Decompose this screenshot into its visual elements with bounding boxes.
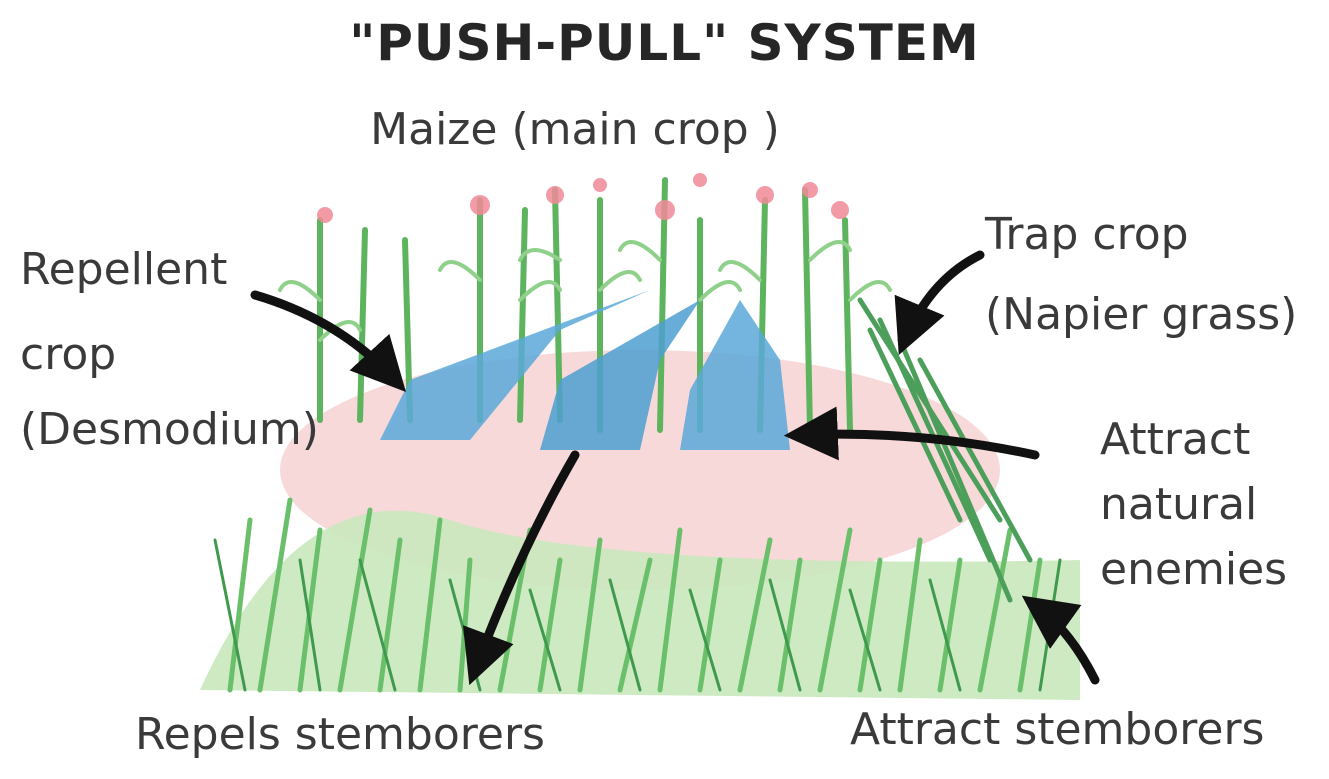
desmodium-patches: [380, 290, 790, 450]
label-attract-stemborers: Attract stemborers: [850, 700, 1264, 760]
maize-tassels: [317, 173, 849, 223]
maize-leaves: [280, 242, 890, 340]
label-repellent-line2: crop: [20, 325, 116, 385]
label-natural-enemies-line1: Attract: [1100, 410, 1250, 470]
label-repellent-line1: Repellent: [20, 240, 227, 300]
label-natural-enemies-line2: natural: [1100, 475, 1257, 535]
label-trap-line2: (Napier grass): [985, 285, 1297, 345]
label-main-crop: Maize (main crop ): [0, 100, 1150, 160]
label-natural-enemies-line3: enemies: [1100, 540, 1287, 600]
label-repels-stemborers: Repels stemborers: [135, 705, 545, 765]
label-trap-line1: Trap crop: [985, 205, 1189, 265]
diagram-title: "PUSH-PULL" SYSTEM: [0, 14, 1329, 72]
arrow-trap: [905, 255, 980, 340]
label-repellent-line3: (Desmodium): [20, 400, 319, 460]
